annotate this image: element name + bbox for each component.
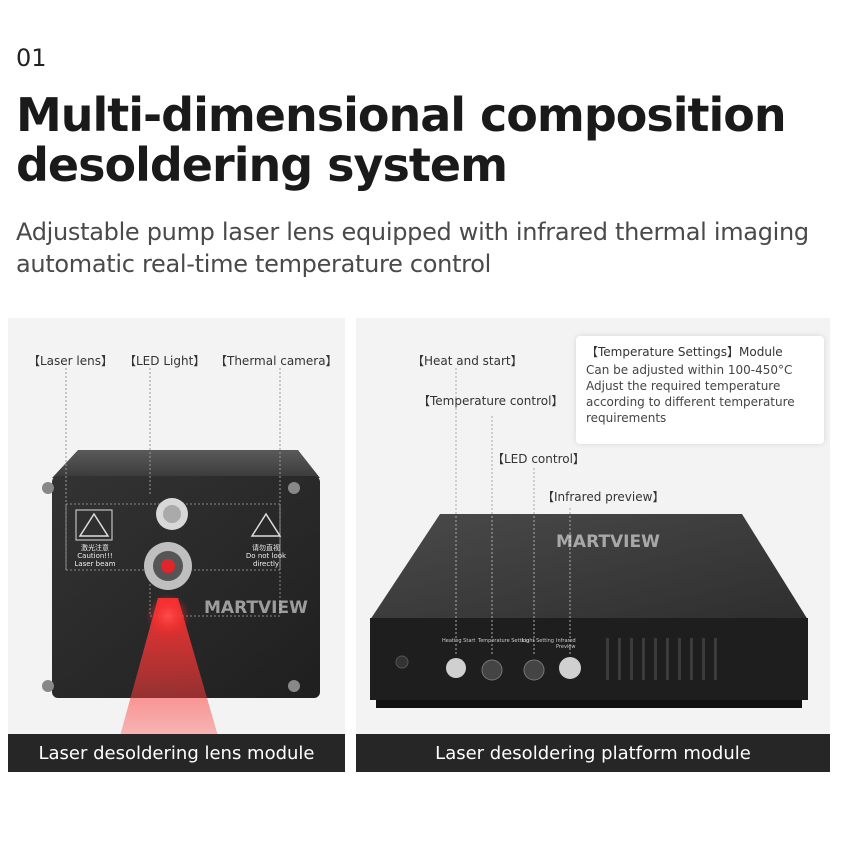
platform-module-panel: 【Heat and start】 【Temperature control】 【…: [356, 318, 830, 772]
lens-module-illustration: [42, 368, 320, 736]
vent-grille: [606, 638, 717, 680]
callout-heat-start: 【Heat and start】: [412, 354, 523, 368]
knob-label-temp: Temperature Setting: [478, 638, 530, 644]
watermark-logo: MARTVIEW: [204, 598, 308, 618]
nolook-cn: 请勿直视: [252, 544, 280, 552]
lens-module-panel: 【Laser lens】 【LED Light】 【Thermal camera…: [8, 318, 345, 772]
screw-icon: [288, 482, 300, 494]
heat-start-button: [446, 658, 466, 678]
led-knob: [523, 659, 545, 681]
laser-beam: [120, 598, 218, 736]
dashed-frame-lower: [149, 569, 281, 617]
screw-icon: [288, 680, 300, 692]
warning-icon-left: [75, 509, 113, 541]
callout-led-light: 【LED Light】: [124, 354, 206, 368]
callout-laser-lens: 【Laser lens】: [28, 354, 113, 368]
info-box-line-2: Adjust the required temperature: [586, 379, 781, 393]
knob-labels: Heating Start Temperature Setting Light …: [436, 638, 596, 650]
knob-label-heat: Heating Start: [442, 638, 476, 644]
warning-en-1: Caution!!!: [77, 552, 113, 560]
warning-label-left: 激光注意 Caution!!! Laser beam: [70, 544, 120, 568]
callout-thermal-camera: 【Thermal camera】: [215, 354, 338, 368]
knob-label-infrared: Infrared Preview: [556, 638, 576, 650]
temperature-knob: [481, 659, 503, 681]
info-box-title: 【Temperature Settings】Module: [586, 345, 783, 359]
page-title: Multi-dimensional composition desolderin…: [16, 90, 836, 190]
info-box-line-4: requirements: [586, 411, 667, 425]
lens-top-face: [52, 450, 320, 478]
led-light-core: [163, 505, 181, 523]
section-number: 01: [16, 44, 47, 72]
knob-label-light: Light Setting: [522, 638, 554, 644]
watermark-logo: MARTVIEW: [556, 532, 660, 552]
laser-glow: [146, 594, 190, 638]
info-box-line-3: according to different temperature: [586, 395, 795, 409]
laser-warning-icon: [78, 512, 110, 537]
warning-cn: 激光注意: [81, 544, 109, 552]
platform-module-caption: Laser desoldering platform module: [356, 734, 830, 772]
warning-label-right: 请勿直视 Do not look directly: [240, 544, 292, 568]
platform-base: [376, 700, 802, 708]
power-port: [395, 655, 409, 669]
nolook-en-1: Do not look: [245, 552, 287, 560]
page-subtitle: Adjustable pump laser lens equipped with…: [16, 216, 836, 280]
screw-icon: [42, 680, 54, 692]
callout-temperature-control: 【Temperature control】: [418, 394, 564, 408]
callout-infrared-preview: 【Infrared preview】: [542, 490, 665, 504]
warning-en-2: Laser beam: [74, 560, 116, 568]
callout-led-control: 【LED control】: [492, 452, 585, 466]
laser-warning-icon: [250, 512, 282, 537]
title-line-1: Multi-dimensional composition: [16, 88, 787, 142]
screw-icon: [42, 482, 54, 494]
platform-front-face: [370, 618, 808, 700]
lens-front-face: [52, 476, 320, 698]
temperature-settings-box: 【Temperature Settings】Module Can be adju…: [576, 336, 824, 444]
lens-module-caption: Laser desoldering lens module: [8, 734, 345, 772]
laser-lens-core: [161, 559, 175, 573]
info-box-line-1: Can be adjusted within 100-450°C: [586, 363, 793, 377]
subtitle-line-1: Adjustable pump laser lens equipped with…: [16, 218, 809, 246]
platform-top-face: [370, 514, 808, 620]
title-line-2: desoldering system: [16, 138, 508, 192]
subtitle-line-2: automatic real-time temperature control: [16, 250, 491, 278]
nolook-en-2: directly: [252, 560, 280, 568]
infrared-button: [559, 657, 581, 679]
